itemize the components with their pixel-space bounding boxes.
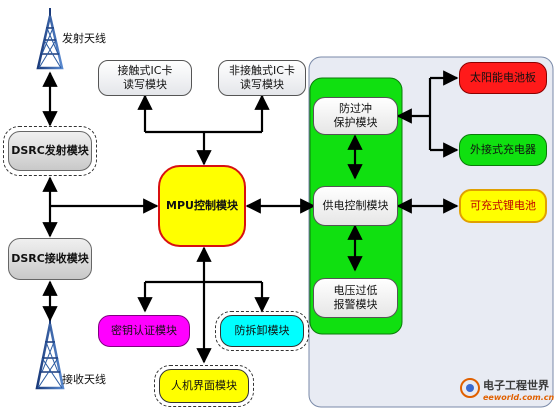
- contact-ic-card-module: 接触式IC卡 读写模块: [98, 60, 192, 96]
- watermark-brand: 电子工程世界: [483, 379, 549, 392]
- receive-antenna-icon: [35, 316, 65, 390]
- low-voltage-alarm-module: 电压过低 报警模块: [313, 278, 398, 318]
- overcharge-protection-module: 防过冲 保护模块: [313, 97, 398, 135]
- rechargeable-lithium-battery: 可充式锂电池: [459, 189, 547, 223]
- connection-lines: [42, 70, 459, 364]
- power-supply-control-module: 供电控制模块: [313, 186, 398, 226]
- receive-antenna-label: 接收天线: [62, 373, 106, 386]
- dsrc-transmit-module: DSRC发射模块: [8, 131, 92, 171]
- watermark-site: eeworld.com.cn: [483, 393, 555, 402]
- watermark-logo: [460, 378, 480, 398]
- anti-tamper-module: 防拆卸模块: [220, 315, 304, 347]
- mpu-control-module: MPU控制模块: [158, 165, 246, 247]
- dsrc-receive-module: DSRC接收模块: [8, 238, 92, 280]
- solar-panel: 太阳能电池板: [459, 62, 547, 94]
- transmit-antenna-label: 发射天线: [62, 32, 106, 45]
- transmit-antenna-icon: [36, 8, 64, 70]
- contactless-ic-card-module: 非接触式IC卡 读写模块: [218, 60, 306, 96]
- external-charger: 外接式充电器: [459, 134, 547, 166]
- key-auth-module: 密钥认证模块: [98, 315, 190, 347]
- hmi-module: 人机界面模块: [159, 369, 249, 403]
